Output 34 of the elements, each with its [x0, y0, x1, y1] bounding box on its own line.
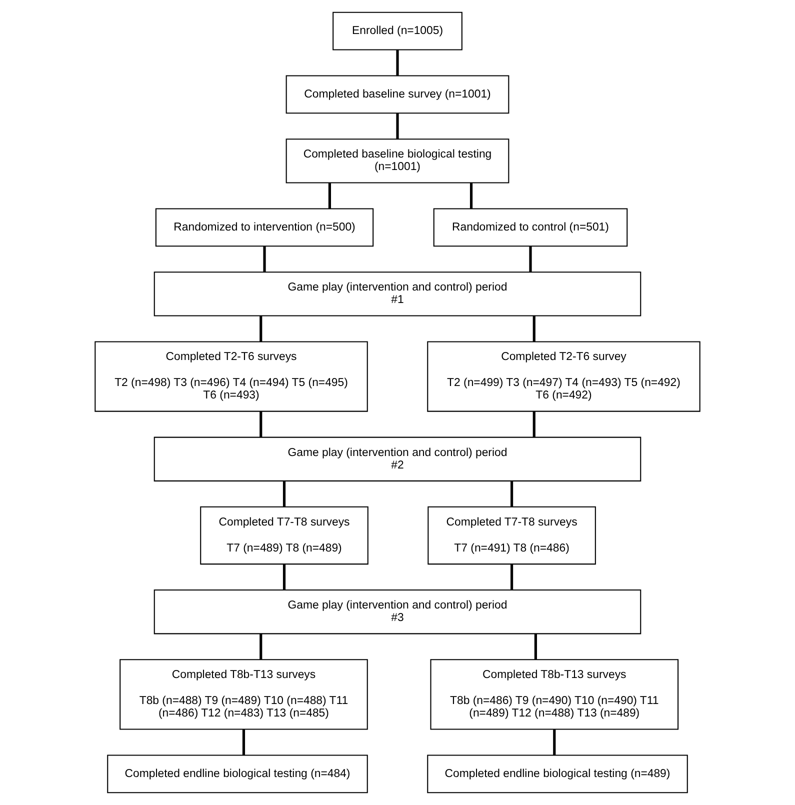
connector: [328, 183, 331, 209]
connector: [510, 564, 514, 590]
node-box: Completed T8b-T13 surveys T8b (n=486) T9 (n=490) T10 (n=490) T11 (n=489) T12 (n=488) T13 (n=489): [430, 659, 679, 730]
connector: [553, 730, 556, 756]
connector: [532, 316, 536, 342]
node-box: Game play (intervention and control) period #1: [154, 272, 642, 316]
node-box: Enrolled (n=1005): [332, 12, 462, 50]
connector: [396, 50, 399, 76]
node-box: Completed T8b-T13 surveys T8b (n=488) T9 (n=489) T10 (n=488) T11 (n=486) T12 (n=483) T13 (n=485): [120, 659, 368, 730]
node-box: Completed T7-T8 surveys T7 (n=489) T8 (n=489): [200, 506, 368, 565]
connector: [396, 113, 399, 139]
connector: [282, 481, 286, 507]
connector: [532, 412, 536, 437]
connector: [534, 634, 537, 660]
node-box: Completed T2-T6 survey T2 (n=499) T3 (n=497) T4 (n=493) T5 (n=492) T6 (n=492): [427, 341, 700, 412]
node-box: Randomized to intervention (n=500): [155, 208, 374, 247]
connector: [260, 412, 262, 437]
connector: [260, 316, 262, 342]
connector: [470, 183, 473, 209]
node-box: Completed T7-T8 surveys T7 (n=491) T8 (n=486): [428, 506, 596, 565]
connector: [260, 634, 262, 660]
node-box: Completed baseline biological testing (n=1001): [286, 138, 510, 184]
node-box: Game play (intervention and control) period #3: [154, 590, 642, 634]
node-box: Randomized to control (n=501): [433, 208, 628, 247]
connector: [510, 481, 514, 507]
node-box: Completed baseline survey (n=1001): [286, 75, 510, 114]
connector: [529, 246, 532, 272]
connector: [282, 564, 286, 590]
node-box: Game play (intervention and control) period #2: [154, 436, 642, 482]
node-box: Completed endline biological testing (n=484): [107, 754, 368, 794]
node-box: Completed endline biological testing (n=489): [427, 754, 688, 794]
connector: [263, 246, 266, 272]
node-box: Completed T2-T6 surveys T2 (n=498) T3 (n=496) T4 (n=494) T5 (n=495) T6 (n=493): [94, 341, 368, 412]
connector: [242, 730, 246, 756]
